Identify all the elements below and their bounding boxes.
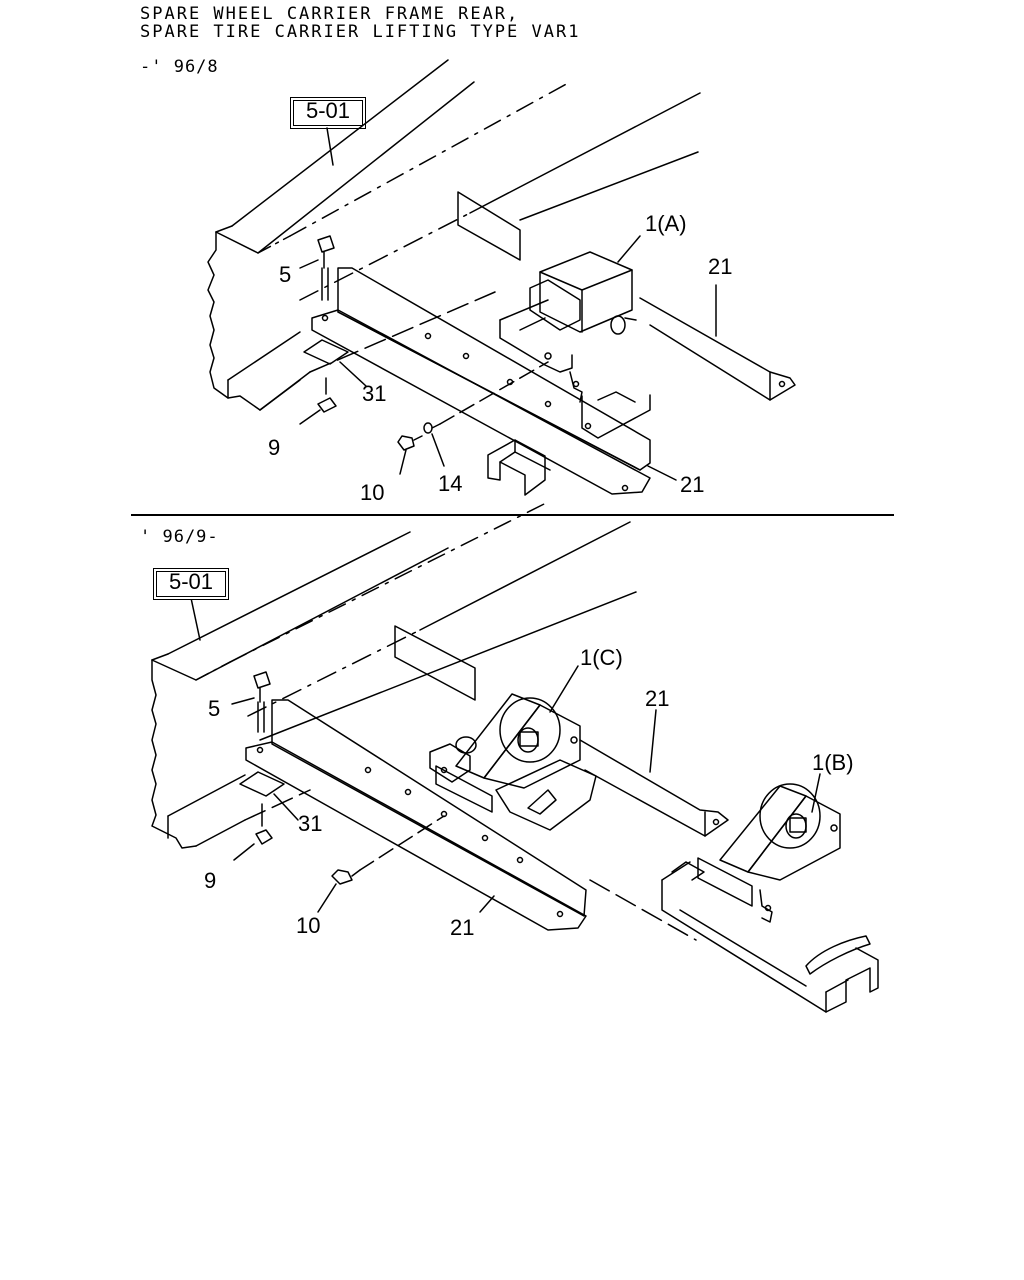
section-divider bbox=[131, 514, 894, 516]
bottom-reference-box: 5-01 bbox=[153, 568, 229, 600]
bottom-winch-1b bbox=[697, 783, 841, 923]
callout-5-top: 5 bbox=[279, 262, 292, 287]
bottom-crossmember-lower bbox=[245, 699, 587, 931]
top-frame-rail bbox=[207, 59, 701, 411]
top-date-range: -' 96/8 bbox=[140, 57, 219, 77]
callout-9-top: 9 bbox=[268, 435, 281, 460]
top-leader-14 bbox=[431, 433, 445, 467]
callout-31-bottom: 31 bbox=[298, 811, 323, 836]
diagram-title-line-1: SPARE WHEEL CARRIER FRAME REAR, bbox=[140, 4, 520, 24]
bottom-leader-21-lower bbox=[479, 895, 495, 913]
top-refbox-leader bbox=[326, 127, 334, 166]
top-fastener-stack bbox=[299, 235, 549, 451]
bottom-rear-channel bbox=[661, 861, 879, 1013]
top-reference-box: 5-01 bbox=[290, 97, 366, 129]
bottom-refbox-leader bbox=[190, 597, 201, 641]
callout-21-upper-top: 21 bbox=[708, 254, 733, 279]
callout-21-lower-bottom: 21 bbox=[450, 915, 475, 940]
callout-9-bottom: 9 bbox=[204, 868, 217, 893]
bottom-crossmember-upper bbox=[394, 625, 729, 837]
diagram-title-line-2: SPARE TIRE CARRIER LIFTING TYPE VAR1 bbox=[140, 22, 581, 42]
callout-21-lower-top: 21 bbox=[680, 472, 705, 497]
bottom-leader-31 bbox=[273, 793, 299, 821]
bottom-date-range: ' 96/9- bbox=[140, 527, 219, 547]
callout-31-top: 31 bbox=[362, 381, 387, 406]
bottom-winch-1c bbox=[429, 693, 597, 831]
top-leader-21-lower bbox=[647, 465, 677, 481]
top-leader-5 bbox=[299, 259, 319, 269]
callout-5-bottom: 5 bbox=[208, 696, 221, 721]
bottom-frame-rail bbox=[151, 501, 637, 849]
bottom-leader-21-upper bbox=[649, 709, 657, 773]
top-channel-bracket bbox=[487, 391, 651, 496]
callout-1a: 1(A) bbox=[645, 211, 687, 236]
bottom-leader-5 bbox=[231, 697, 255, 705]
bottom-leader-1b bbox=[811, 773, 821, 813]
callout-21-upper-bottom: 21 bbox=[645, 686, 670, 711]
top-leader-10 bbox=[399, 449, 407, 475]
top-leader-1a bbox=[617, 235, 641, 263]
bottom-fastener-stack bbox=[233, 671, 697, 941]
callout-10-top: 10 bbox=[360, 480, 385, 505]
callout-14-top: 14 bbox=[438, 471, 463, 496]
top-crossmember-upper bbox=[457, 191, 796, 401]
bottom-leader-1c bbox=[549, 665, 579, 713]
callout-10-bottom: 10 bbox=[296, 913, 321, 938]
callout-1c: 1(C) bbox=[580, 645, 623, 670]
top-winch-1a bbox=[499, 251, 637, 403]
callout-1b: 1(B) bbox=[812, 750, 854, 775]
bottom-leader-10 bbox=[317, 883, 337, 913]
